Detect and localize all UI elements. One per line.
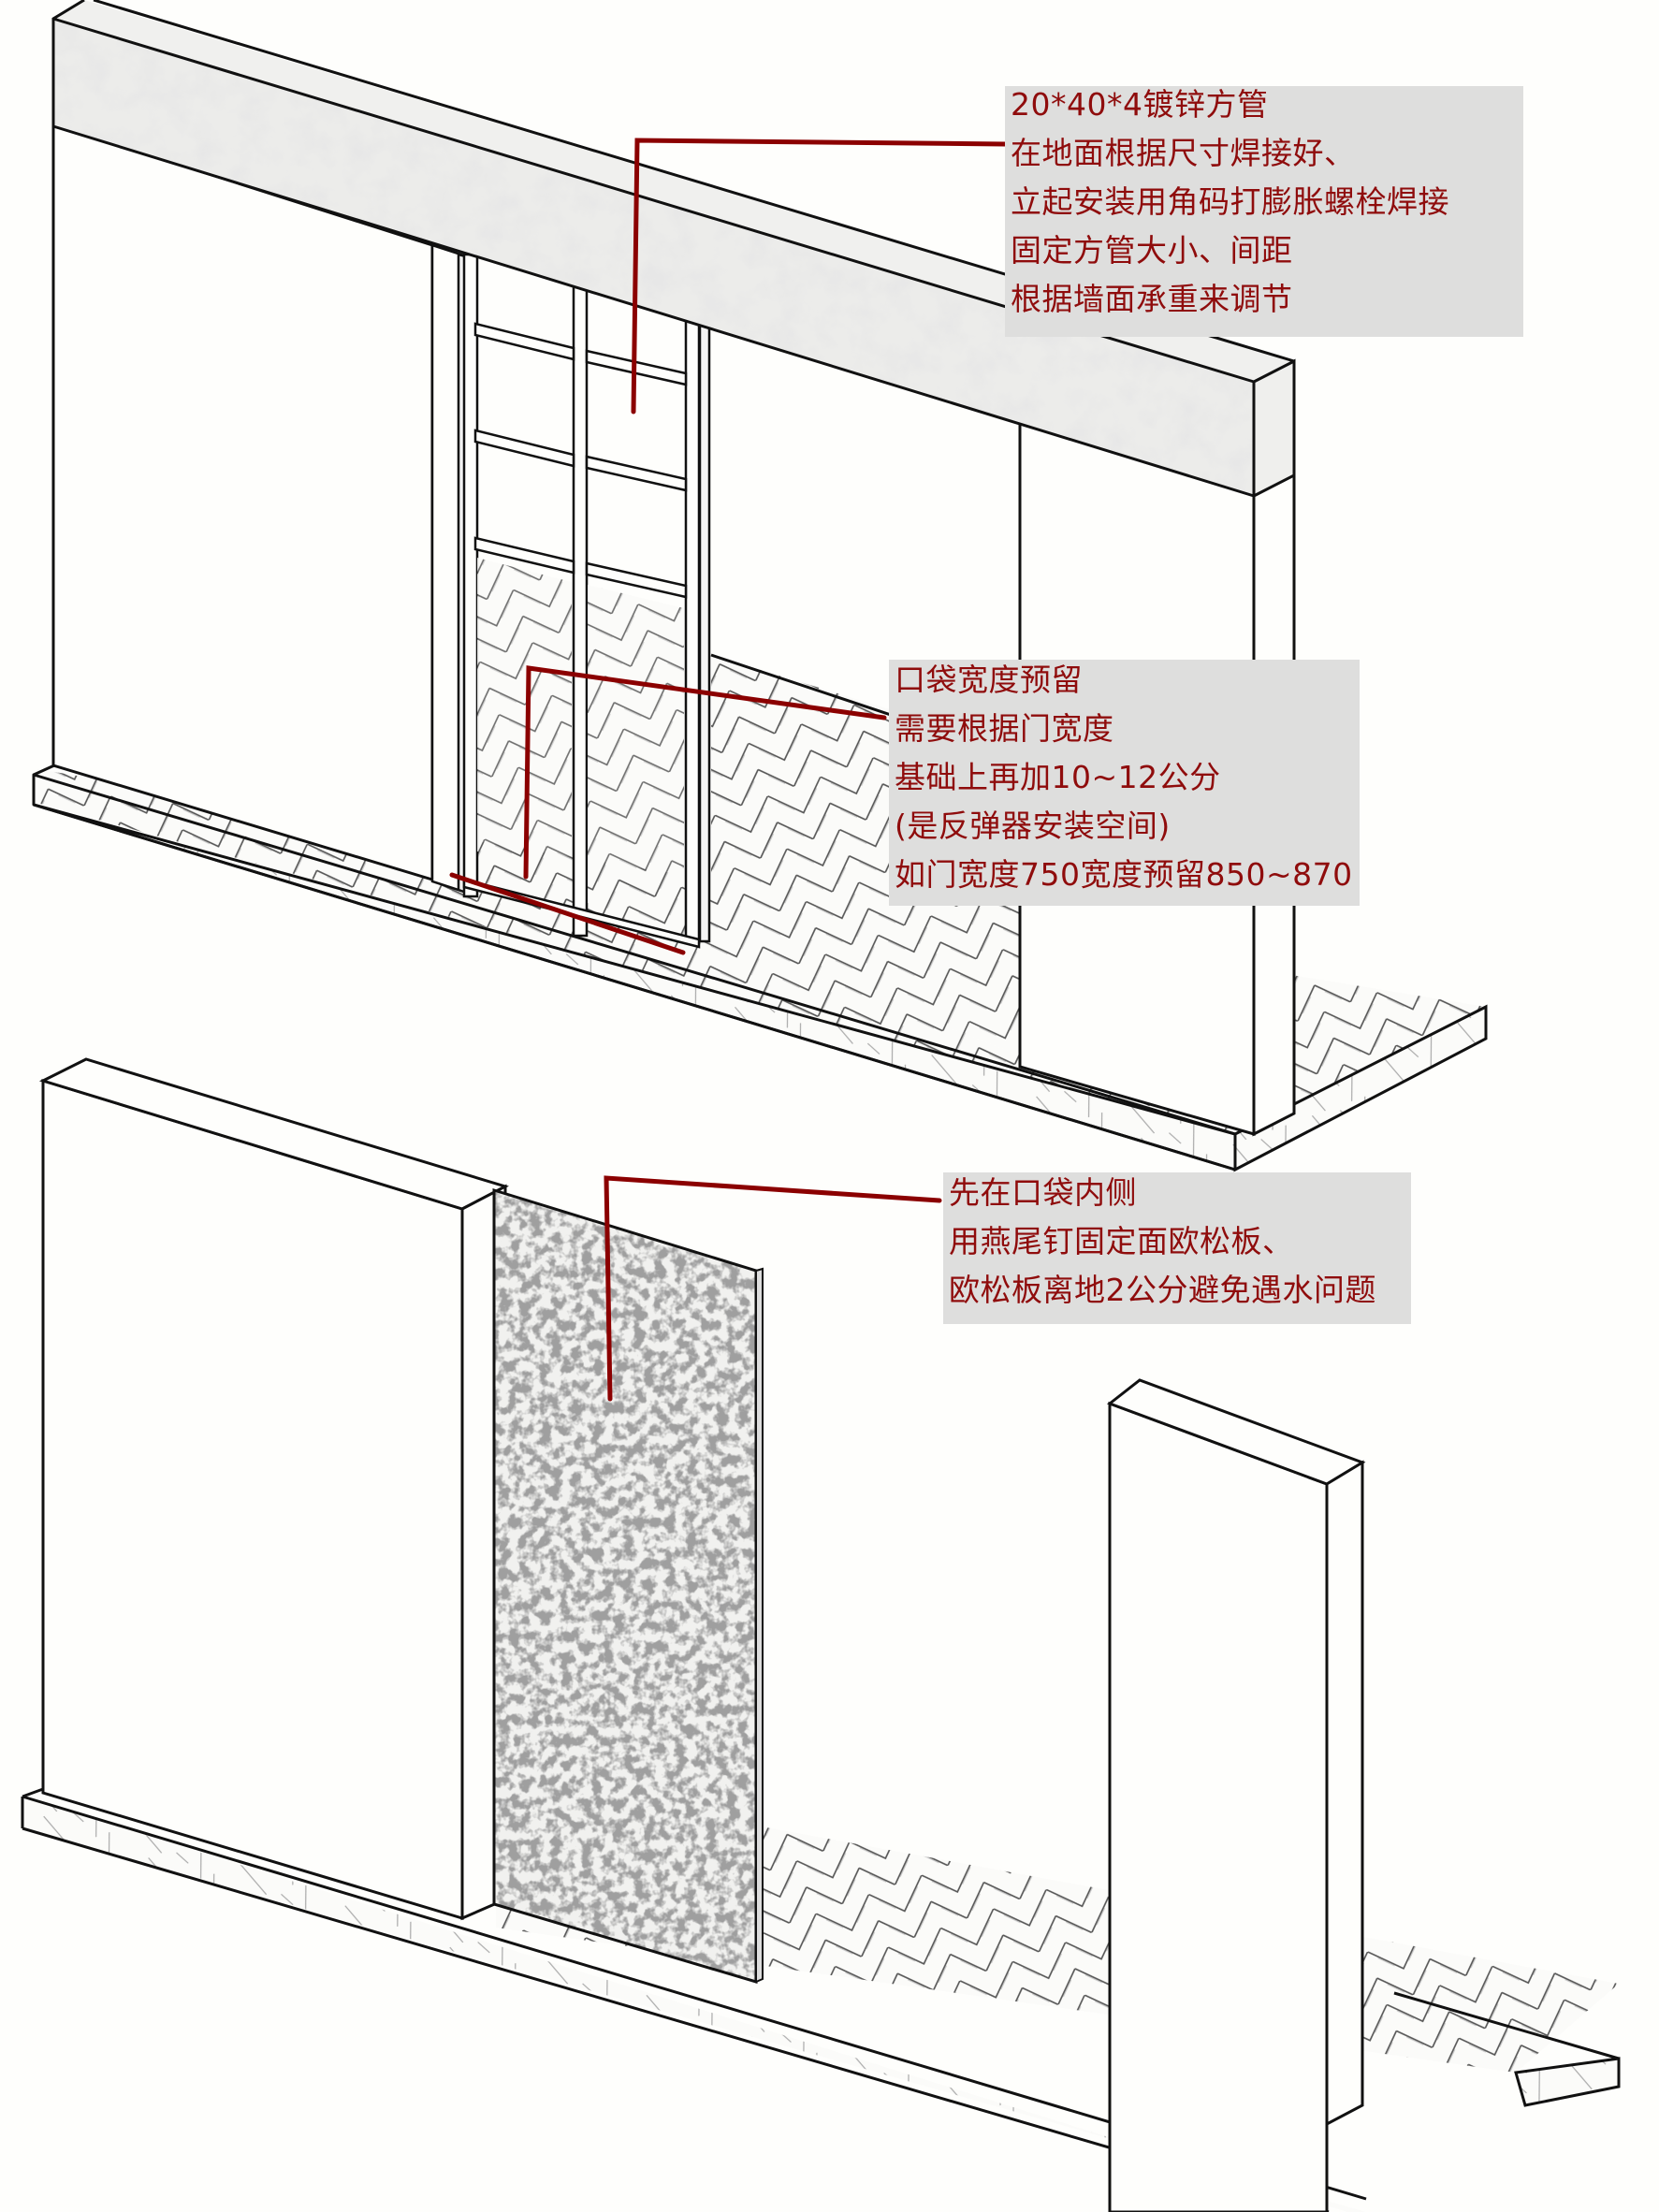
- annotation-pocket-width: 口袋宽度预留 需要根据门宽度 基础上再加10~12公分 (是反弹器安装空间) 如…: [889, 660, 1360, 906]
- annotation-steel-tube: 20*40*4镀锌方管 在地面根据尺寸焊接好、 立起安装用角码打膨胀螺栓焊接 固…: [1005, 86, 1523, 337]
- leader-line-steel-tube: [631, 138, 1008, 415]
- annotation-line: 用燕尾钉固定面欧松板、: [949, 1223, 1294, 1259]
- annotation-line: (是反弹器安装空间): [895, 808, 1171, 844]
- leader-line-pocket-width: [523, 665, 887, 880]
- left-wall: [51, 122, 434, 882]
- osb-board: [492, 1187, 764, 1985]
- leader-line-pocket-floor: [449, 872, 686, 955]
- right-wall-pier: [1108, 1401, 1329, 2212]
- annotation-line: 固定方管大小、间距: [1011, 232, 1293, 269]
- leader-lines: [449, 138, 1008, 1402]
- annotation-line: 欧松板离地2公分避免遇水问题: [949, 1272, 1376, 1308]
- annotation-line: 在地面根据尺寸焊接好、: [1011, 135, 1356, 171]
- left-wall-block: [41, 1078, 464, 1921]
- annotation-line: 立起安装用角码打膨胀螺栓焊接: [1011, 183, 1449, 220]
- annotation-line: 根据墙面承重来调节: [1011, 281, 1293, 317]
- annotation-line: 需要根据门宽度: [895, 710, 1114, 747]
- annotation-line: 基础上再加10~12公分: [895, 759, 1221, 795]
- annotation-line: 口袋宽度预留: [895, 662, 1083, 698]
- bottom-panel: [21, 1057, 1621, 2212]
- top-beam: [51, 0, 1296, 499]
- top-panel: [32, 0, 1488, 1172]
- annotation-line: 如门宽度750宽度预留850~870: [895, 856, 1353, 893]
- leader-line-osb: [604, 1175, 942, 1402]
- annotation-line: 20*40*4镀锌方管: [1011, 86, 1269, 123]
- annotation-osb-board: 先在口袋内侧 用燕尾钉固定面欧松板、 欧松板离地2公分避免遇水问题: [943, 1172, 1411, 1324]
- annotation-line: 先在口袋内侧: [949, 1174, 1137, 1211]
